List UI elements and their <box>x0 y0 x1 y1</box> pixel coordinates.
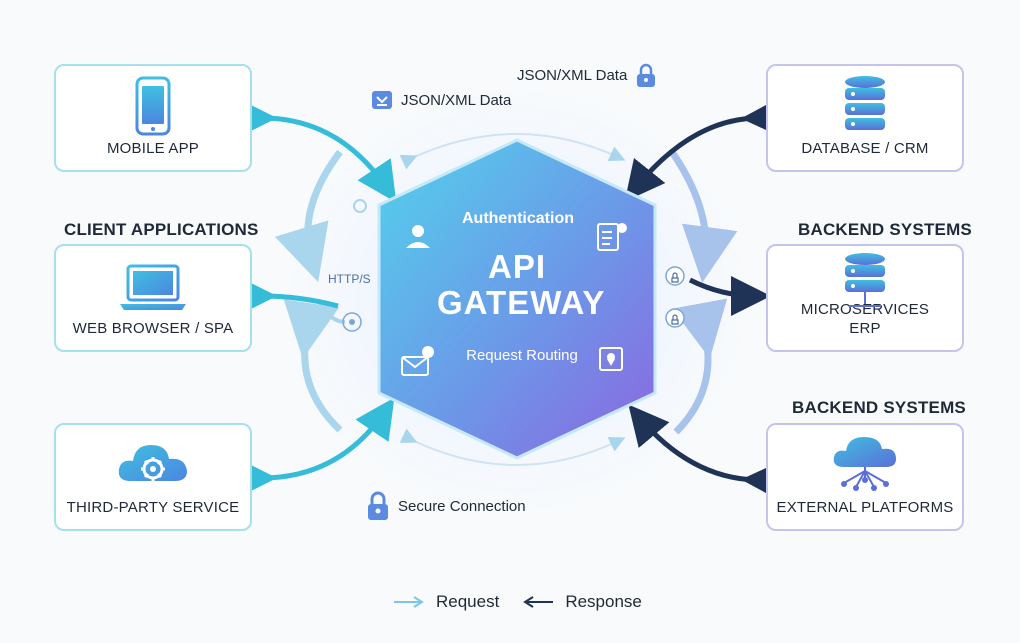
backend-label: MICROSERVICES ERP <box>801 300 929 338</box>
response-arrow-icon <box>523 596 554 608</box>
database-icon <box>845 76 885 130</box>
gateway-hexagon <box>377 138 657 460</box>
document-check-icon <box>597 223 627 251</box>
backend-box-microservices[interactable]: MICROSERVICES ERP <box>766 244 964 352</box>
request-arrow-icon <box>394 596 424 608</box>
envelope-icon <box>401 346 434 376</box>
backend-group-title: BACKEND SYSTEMS <box>798 220 972 239</box>
json-data-tag-right: JSON/XML Data <box>517 62 657 88</box>
backend-group-title: BACKEND SYSTEMS <box>792 398 966 417</box>
json-data-tag-left: JSON/XML Data <box>371 90 511 110</box>
client-group-title: CLIENT APPLICATIONS <box>64 220 259 239</box>
download-box-icon <box>372 91 392 109</box>
gateway-routing-label: Request Routing <box>466 347 578 364</box>
backend-label-line2: ERP <box>849 320 881 337</box>
gateway-authentication-label: Authentication <box>462 210 574 227</box>
backend-label: DATABASE / CRM <box>801 140 929 157</box>
gateway-title-line2: GATEWAY <box>437 284 606 321</box>
client-label: THIRD-PARTY SERVICE <box>66 499 240 516</box>
secure-connection-label: Secure Connection <box>398 497 526 515</box>
secure-connection-tag: Secure Connection <box>366 490 526 522</box>
https-label: HTTP/S <box>328 272 371 286</box>
mobile-phone-icon <box>135 76 171 136</box>
client-label: WEB BROWSER / SPA <box>72 320 234 337</box>
backend-label-line1: MICROSERVICES <box>800 301 930 318</box>
server-stack-icon <box>845 253 885 307</box>
user-icon <box>406 225 430 248</box>
laptop-icon <box>120 264 186 310</box>
gateway-title-line1: API <box>487 248 546 285</box>
cloud-gear-icon <box>118 445 187 481</box>
client-label: MOBILE APP <box>106 140 200 157</box>
client-box-web[interactable]: WEB BROWSER / SPA <box>54 244 252 352</box>
backend-label: EXTERNAL PLATFORMS <box>776 499 954 516</box>
legend: Request Response <box>392 592 642 612</box>
legend-response-label: Response <box>565 592 642 611</box>
json-data-label: JSON/XML Data <box>401 91 512 109</box>
location-pin-icon <box>599 347 623 371</box>
client-box-third-party[interactable]: THIRD-PARTY SERVICE <box>54 423 252 531</box>
backend-box-external[interactable]: EXTERNAL PLATFORMS <box>766 423 964 531</box>
backend-box-database[interactable]: DATABASE / CRM <box>766 64 964 172</box>
cloud-network-icon <box>833 437 896 491</box>
client-box-mobile[interactable]: MOBILE APP <box>54 64 252 172</box>
lock-icon <box>637 63 656 87</box>
json-data-label: JSON/XML Data <box>517 66 628 84</box>
legend-request-label: Request <box>436 592 500 611</box>
lock-icon <box>368 491 388 520</box>
